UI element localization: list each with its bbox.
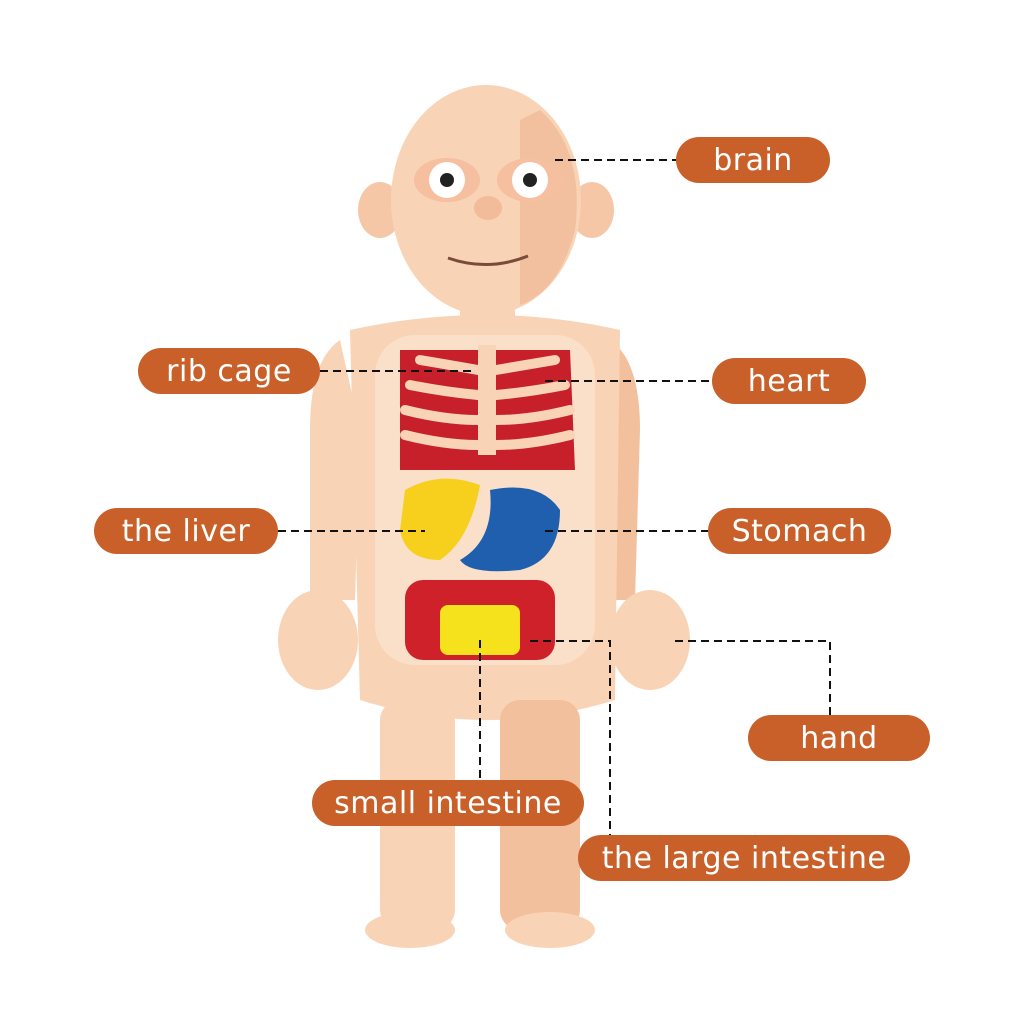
label-liver: the liver (94, 508, 278, 554)
label-brain: brain (676, 137, 830, 183)
liver-shape (400, 478, 480, 560)
leader-lines (278, 159, 831, 835)
figure-head (358, 85, 614, 330)
label-hand: hand (748, 715, 930, 761)
label-stomach: Stomach (708, 508, 891, 554)
label-large-intestine: the large intestine (578, 835, 910, 881)
stomach-shape (460, 487, 560, 572)
label-rib-cage: rib cage (138, 348, 320, 394)
intestines-shape (405, 580, 555, 660)
label-heart: heart (712, 358, 866, 404)
label-small-intestine: small intestine (312, 780, 584, 826)
rib-cage-shape (400, 345, 575, 470)
